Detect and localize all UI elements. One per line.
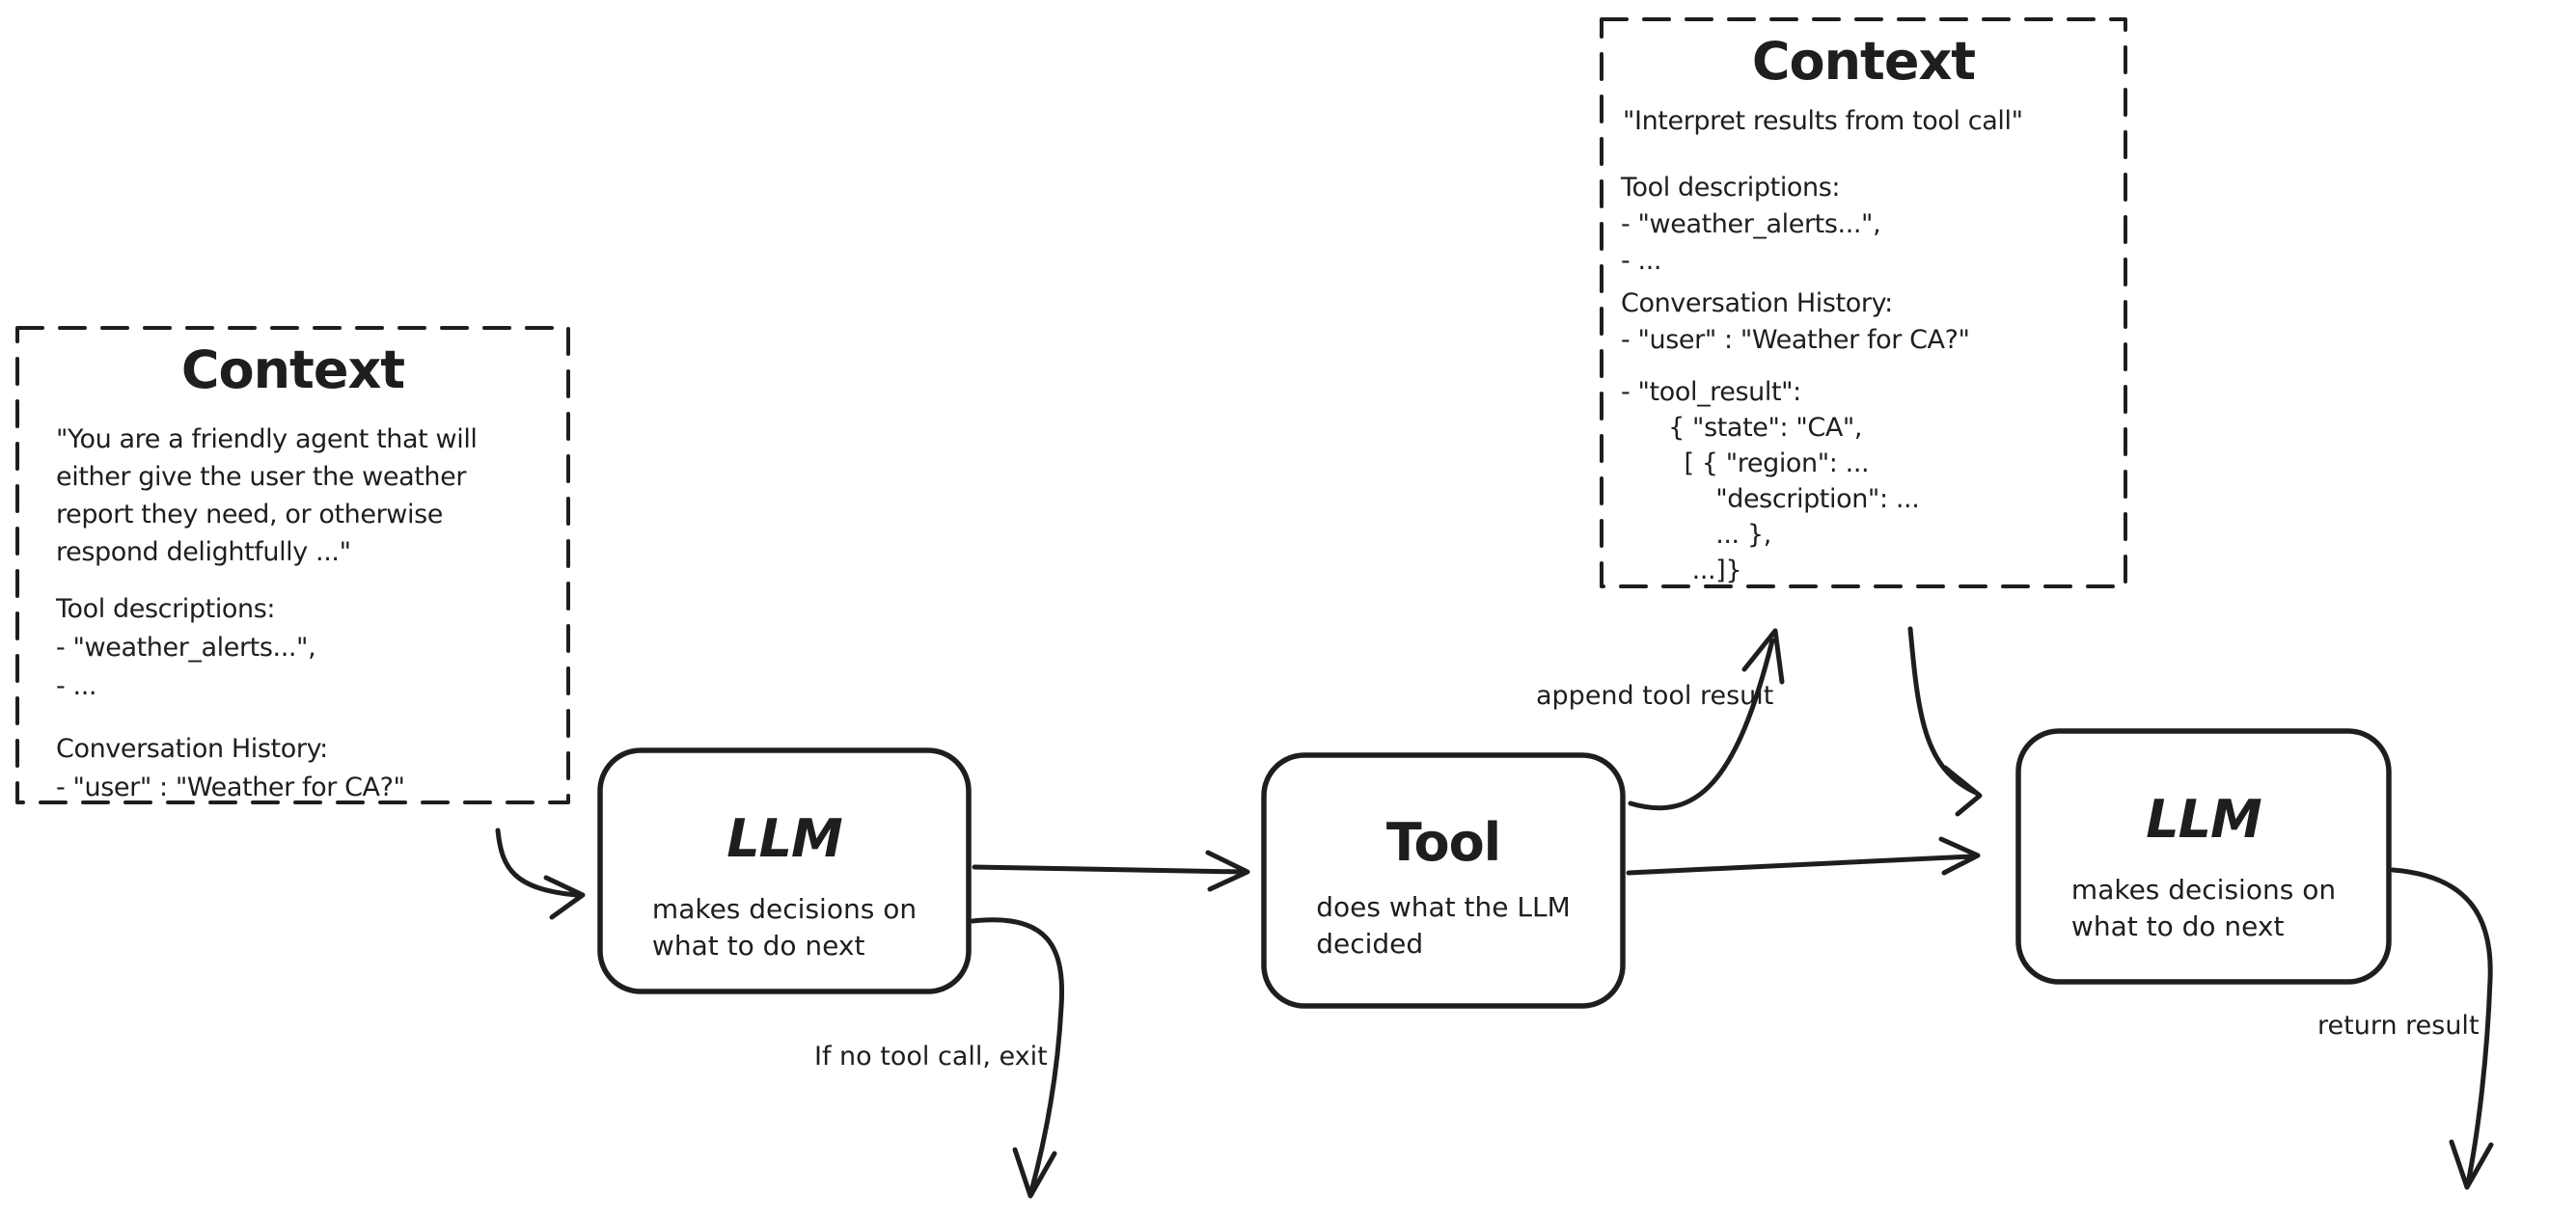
arrow-context-initial-to-llm-first: [495, 828, 586, 920]
context-initial-system-prompt: "You are a friendly agent that will eith…: [56, 424, 478, 567]
llm-first-title: LLM: [726, 808, 843, 869]
context-with-result-tool-descriptions: Tool descriptions: - "weather_alerts..."…: [1621, 173, 1881, 276]
label-return-result: return result: [2317, 1011, 2480, 1041]
context-with-result-title: Context: [1751, 31, 1976, 92]
arrow-llm-first-exit: [970, 917, 1065, 1199]
label-if-no-tool-call-exit: If no tool call, exit: [814, 1042, 1048, 1072]
arrow-tool-to-context-with-result: [1628, 628, 1785, 811]
tool-description: does what the LLM decided: [1316, 891, 1571, 960]
llm-second-title: LLM: [2146, 789, 2262, 850]
context-initial-box-outline: [15, 326, 570, 804]
llm-first-description: makes decisions on what to do next: [651, 893, 918, 962]
label-append-tool-result: append tool result: [1536, 681, 1774, 711]
arrow-llm-first-to-tool: [972, 850, 1250, 892]
context-with-result-instruction: "Interpret results from tool call": [1623, 106, 2023, 136]
context-with-result-tool-result: - "tool_result": { "state": "CA", [ { "r…: [1621, 377, 1920, 585]
llm-second-box-outline: [2015, 728, 2392, 985]
tool-title: Tool: [1385, 812, 1501, 873]
context-initial-title: Context: [180, 339, 405, 400]
context-initial-conversation-history: Conversation History: - "user" : "Weathe…: [56, 734, 405, 802]
arrow-tool-to-llm-second: [1626, 836, 1981, 876]
llm-first-box-outline: [597, 747, 972, 994]
context-with-result-box-outline: [1600, 17, 2127, 588]
arrow-llm-second-return: [2390, 867, 2494, 1190]
llm-second-description: makes decisions on what to do next: [2070, 874, 2337, 942]
tool-box-outline: [1261, 752, 1626, 1009]
context-initial-tool-descriptions: Tool descriptions: - "weather_alerts..."…: [56, 594, 316, 701]
arrow-context-with-result-to-llm-second: [1907, 626, 1983, 817]
context-with-result-conversation-history: Conversation History: - "user" : "Weathe…: [1621, 288, 1970, 355]
